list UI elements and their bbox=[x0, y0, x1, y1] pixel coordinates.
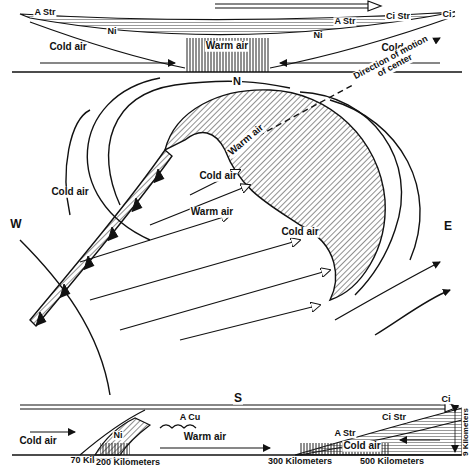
air-mass-label: Cold air bbox=[48, 42, 87, 53]
air-mass-label: Warm air bbox=[183, 432, 227, 443]
cloud-type-label: Ci Str bbox=[385, 12, 411, 21]
cloud-type-label: Ni bbox=[313, 31, 324, 40]
compass-label: W bbox=[9, 218, 22, 231]
motion-label: Direction of motion of center bbox=[348, 32, 438, 92]
cloud-type-label: Ci Str bbox=[381, 413, 407, 422]
dimension-label: 500 Kilometers bbox=[359, 457, 425, 466]
dimension-label: 300 Kilometers bbox=[267, 457, 333, 466]
air-mass-label: Cold air bbox=[50, 187, 89, 198]
air-mass-label: Cold air bbox=[198, 171, 237, 182]
dimension-label: 9 Kilometers bbox=[462, 407, 470, 457]
air-mass-label: Cold air bbox=[342, 441, 381, 452]
cloud-type-label: A Str bbox=[333, 17, 356, 26]
air-mass-label: Cold air bbox=[18, 436, 57, 447]
cloud-type-label: Ci bbox=[442, 10, 453, 19]
compass-label: S bbox=[233, 392, 243, 405]
cloud-type-label: A Str bbox=[33, 8, 56, 17]
air-mass-label: Cold air bbox=[280, 227, 319, 238]
cloud-type-label: Ci bbox=[441, 395, 452, 404]
cloud-type-label: A Cu bbox=[179, 413, 202, 422]
cloud-type-label: A Str bbox=[333, 429, 356, 438]
air-mass-label: Warm air bbox=[190, 207, 234, 218]
cloud-type-label: Ni bbox=[113, 431, 124, 440]
compass-label: E bbox=[443, 220, 453, 233]
dimension-label: 200 Kilometers bbox=[95, 459, 161, 468]
air-mass-label: Warm air bbox=[205, 41, 249, 52]
cloud-type-label: Ni bbox=[107, 27, 118, 36]
compass-label: N bbox=[232, 76, 242, 88]
